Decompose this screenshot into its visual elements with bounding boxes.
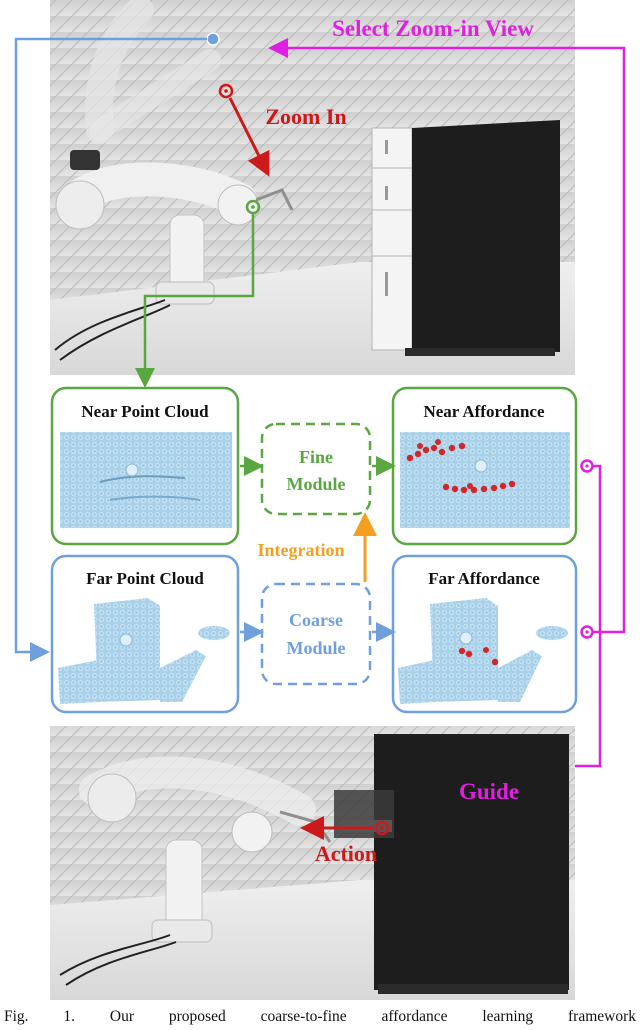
far-view-marker	[206, 32, 220, 46]
integration-label: Integration	[258, 540, 345, 560]
cabinet-top	[371, 120, 560, 356]
bottom-robot-photo	[50, 726, 575, 1000]
coarse-module-line2: Module	[286, 638, 345, 658]
robot-arm-top	[55, 0, 294, 305]
far-affordance-output-marker	[580, 625, 594, 639]
near-affordance-panel: Near Affordance	[391, 386, 578, 546]
fine-module-line2: Module	[286, 474, 345, 494]
figure-caption: Fig. 1. Our proposed coarse-to-fine affo…	[4, 1008, 636, 1025]
cabinet-bottom	[334, 734, 569, 994]
guide-label: Guide	[459, 779, 519, 804]
action-start-marker	[374, 820, 390, 836]
near-affordance-title: Near Affordance	[423, 402, 544, 421]
near-view-connector	[135, 213, 255, 388]
select-zoom-in-view-label: Select Zoom-in View	[332, 16, 534, 41]
zoom-in-arrow	[228, 97, 270, 177]
far-affordance-points	[458, 647, 499, 666]
far-point-cloud-title: Far Point Cloud	[86, 569, 204, 588]
action-label: Action	[315, 841, 377, 866]
select-zoom-connector	[268, 38, 626, 634]
near-point-cloud-title: Near Point Cloud	[81, 402, 209, 421]
far-affordance-panel: Far Affordance	[391, 554, 578, 714]
zoom-start-marker	[218, 83, 234, 99]
near-affordance-points	[406, 439, 516, 494]
coarse-module-box: Coarse Module	[260, 582, 372, 686]
near-affordance-output-marker	[580, 459, 594, 473]
top-robot-photo	[50, 0, 575, 375]
near-point-cloud-panel: Near Point Cloud	[50, 386, 240, 546]
zoom-in-label: Zoom In	[265, 104, 346, 129]
fine-module-box: Fine Module	[260, 422, 372, 516]
far-view-connector	[14, 37, 207, 662]
coarse-module-line1: Coarse	[289, 610, 343, 630]
far-point-cloud-panel: Far Point Cloud	[50, 554, 240, 714]
fine-module-line1: Fine	[299, 447, 333, 467]
far-affordance-title: Far Affordance	[428, 569, 540, 588]
